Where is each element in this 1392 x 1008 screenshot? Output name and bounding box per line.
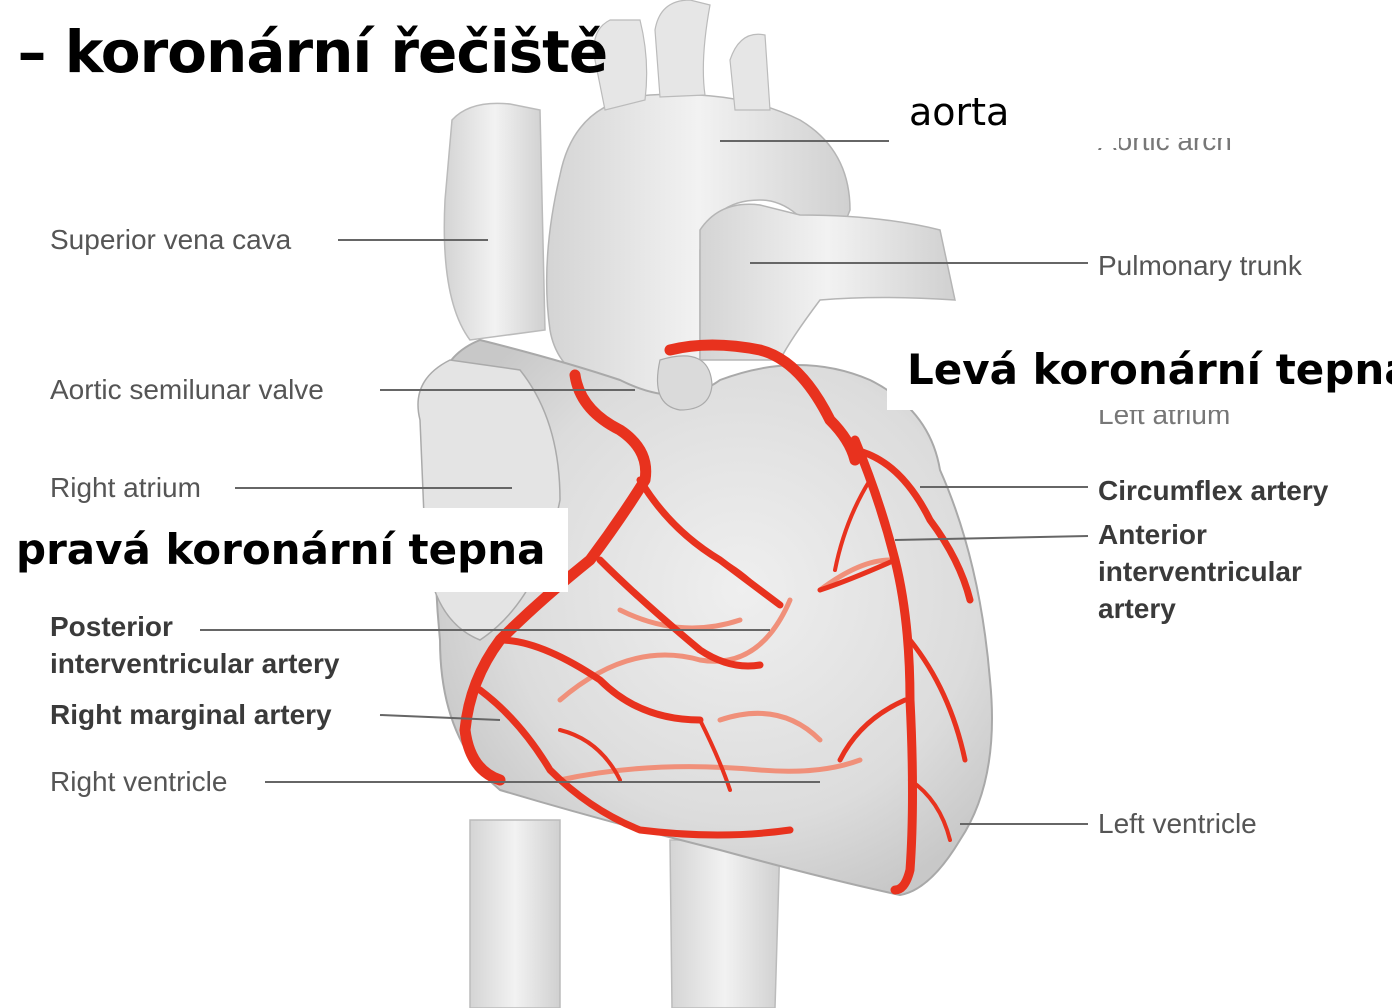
label-anterior-interventricular-artery: Anterior interventricular artery [1098,516,1302,627]
label-circumflex-artery: Circumflex artery [1098,473,1328,509]
overlay-label-right-coronary: pravá koronární tepna [0,508,568,592]
inferior-vena-cava-shape [470,820,560,1008]
label-superior-vena-cava: Superior vena cava [50,222,291,258]
aortic-bulb-shape [658,356,713,410]
label-left-ventricle: Left ventricle [1098,806,1257,842]
carotid-shape [655,0,710,97]
label-right-marginal-artery: Right marginal artery [50,697,332,733]
label-left-atrium-partial: Left atrium [1098,410,1230,432]
label-right-atrium: Right atrium [50,470,201,506]
descending-aorta-shape [670,840,780,1008]
label-posterior-interventricular-artery: Posterior interventricular artery [50,608,339,682]
label-pulmonary-trunk: Pulmonary trunk [1098,248,1302,284]
label-aortic-semilunar-valve: Aortic semilunar valve [50,372,324,408]
overlay-label-left-coronary: Levá koronární tepna [887,330,1392,410]
subclavian-shape [730,34,770,110]
page-title: e – koronární řečiště [0,18,607,86]
label-right-ventricle: Right ventricle [50,764,227,800]
superior-vena-cava-shape [444,103,545,340]
overlay-label-aorta: aorta [889,80,1119,148]
